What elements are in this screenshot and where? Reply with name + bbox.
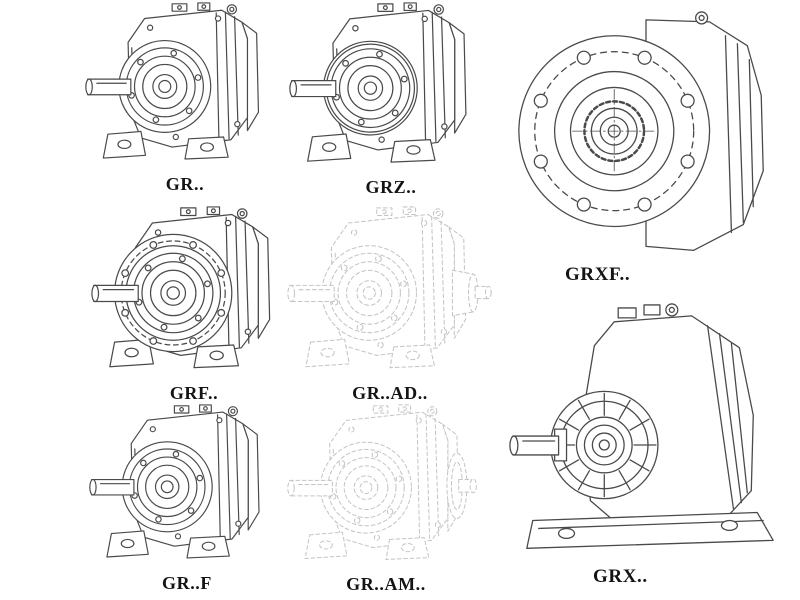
flange-gearbox-front-view-drawing [517,10,765,252]
model-figure-grxf: GRXF.. [497,4,795,286]
model-figure-grf: GRF.. [90,206,298,404]
gearbox-motor-flange-ghost-drawing [287,404,478,561]
model-label-grz: GRZ.. [365,177,417,198]
model-figure-gr-am: GR..AM.. [286,404,486,595]
ribbed-input-gearbox-drawing [509,303,774,549]
model-label-gr-am: GR..AM.. [346,574,426,595]
model-label-grf: GRF.. [169,382,219,403]
model-label-gr-f: GR..F [162,572,212,593]
model-figure-gr-f: GR..F [88,404,286,594]
model-figure-grx: GRX.. [497,296,795,588]
foot-flange-gearbox-drawing [88,404,286,571]
model-label-grx: GRX.. [593,566,648,588]
model-figure-gr-ad: GR..AD.. [286,206,494,404]
model-figure-gr: GR.. [84,2,286,195]
model-figure-grz: GRZ.. [288,2,494,198]
helical-gearbox-reinforced-drawing [289,2,467,163]
flange-mounted-gearbox-drawing [91,206,271,369]
model-label-gr: GR.. [165,173,205,194]
helical-gearbox-foot-mounted-drawing [84,2,286,172]
model-label-grxf: GRXF.. [565,264,631,286]
gearbox-input-adapter-ghost-drawing [287,206,492,369]
model-label-gr-ad: GR..AD.. [352,382,428,403]
